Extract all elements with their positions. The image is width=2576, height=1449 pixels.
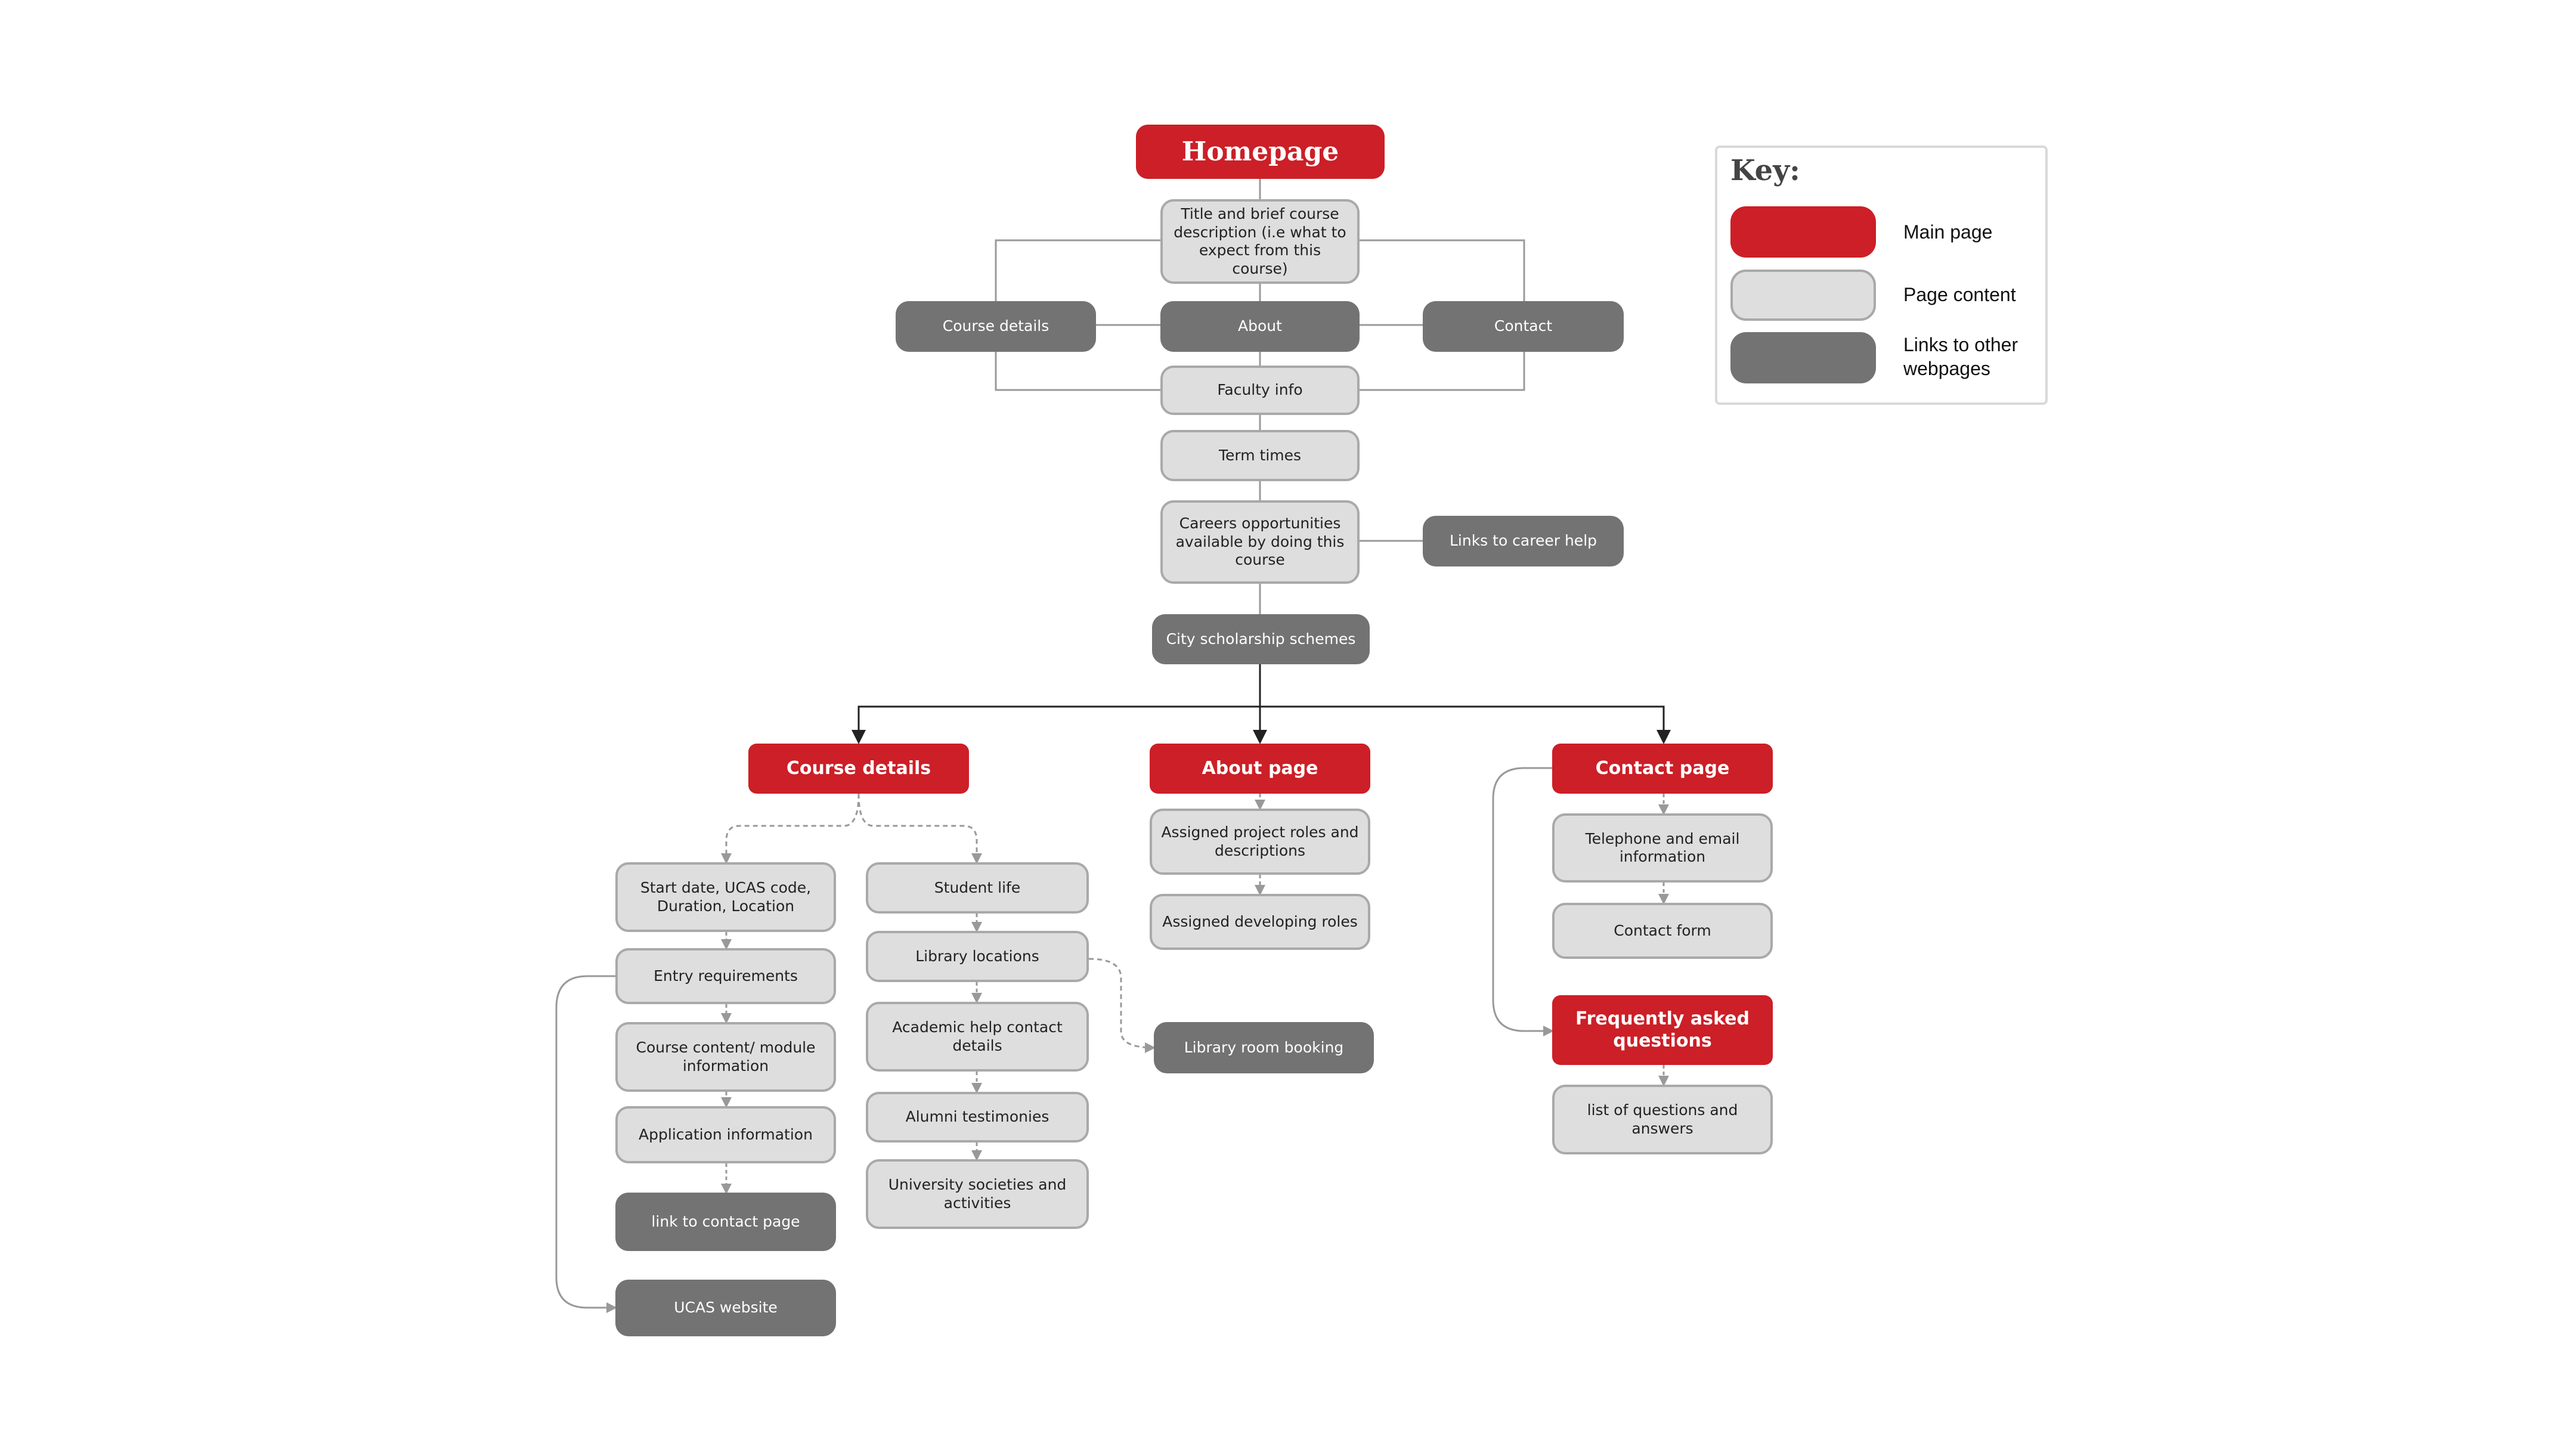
homepage-node[interactable]: Homepage xyxy=(1136,125,1385,179)
legend-swatch-page-content xyxy=(1730,270,1876,321)
faculty-info-node[interactable]: Faculty info xyxy=(1160,366,1360,415)
ucas-website-link-node[interactable]: UCAS website xyxy=(615,1280,836,1336)
career-help-link-node[interactable]: Links to career help xyxy=(1423,516,1624,566)
about-page-node[interactable]: About page xyxy=(1150,744,1370,794)
legend-box xyxy=(1715,145,2048,405)
contact-link-node[interactable]: Contact xyxy=(1423,301,1624,352)
student-life-node[interactable]: Student life xyxy=(866,862,1089,914)
application-info-node[interactable]: Application information xyxy=(615,1106,836,1163)
societies-node[interactable]: University societies and activities xyxy=(866,1159,1089,1229)
intro-content-node[interactable]: Title and brief course description (i.e … xyxy=(1160,199,1360,284)
alumni-node[interactable]: Alumni testimonies xyxy=(866,1092,1089,1143)
term-times-node[interactable]: Term times xyxy=(1160,430,1360,481)
contact-page-node[interactable]: Contact page xyxy=(1552,744,1773,794)
entry-requirements-node[interactable]: Entry requirements xyxy=(615,948,836,1004)
about-link-node[interactable]: About xyxy=(1160,301,1360,352)
legend-swatch-links xyxy=(1730,332,1876,383)
telephone-email-node[interactable]: Telephone and email information xyxy=(1552,813,1773,883)
legend-title: Key: xyxy=(1730,154,1800,187)
course-details-page-node[interactable]: Course details xyxy=(748,744,969,794)
course-details-link-node[interactable]: Course details xyxy=(896,301,1096,352)
project-roles-node[interactable]: Assigned project roles and descriptions xyxy=(1150,809,1370,875)
contact-form-node[interactable]: Contact form xyxy=(1552,903,1773,959)
legend-label-links: Links to other webpages xyxy=(1903,334,2018,379)
academic-help-node[interactable]: Academic help contact details xyxy=(866,1002,1089,1072)
legend-label-main-page: Main page xyxy=(1903,221,1993,243)
library-locations-node[interactable]: Library locations xyxy=(866,931,1089,982)
legend-label-page-content: Page content xyxy=(1903,284,2016,305)
legend-swatch-main-page xyxy=(1730,206,1876,258)
careers-node[interactable]: Careers opportunities available by doing… xyxy=(1160,500,1360,584)
faq-list-node[interactable]: list of questions and answers xyxy=(1552,1085,1773,1154)
contact-page-link-node[interactable]: link to contact page xyxy=(615,1193,836,1251)
faq-page-node[interactable]: Frequently asked questions xyxy=(1552,995,1773,1065)
course-content-node[interactable]: Course content/ module information xyxy=(615,1022,836,1092)
developing-roles-node[interactable]: Assigned developing roles xyxy=(1150,894,1370,950)
scholarships-link-node[interactable]: City scholarship schemes xyxy=(1152,614,1370,664)
library-booking-link-node[interactable]: Library room booking xyxy=(1154,1022,1374,1073)
start-info-node[interactable]: Start date, UCAS code, Duration, Locatio… xyxy=(615,862,836,932)
